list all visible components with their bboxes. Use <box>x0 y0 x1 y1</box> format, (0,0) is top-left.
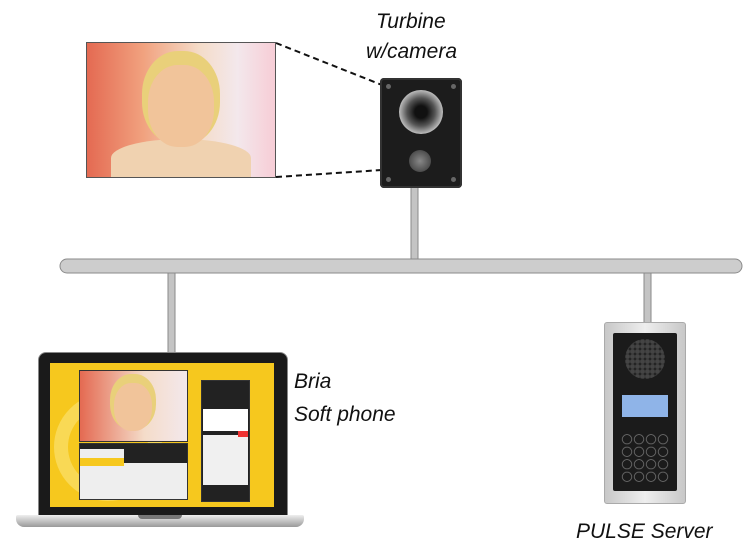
speaker-grille <box>625 339 665 379</box>
keypad <box>621 433 669 483</box>
pulse-drop <box>643 269 652 325</box>
selected-contact <box>80 458 124 466</box>
face <box>148 65 214 147</box>
turbine-drop <box>410 185 419 267</box>
laptop <box>38 352 288 518</box>
bria-phone-window <box>201 380 250 502</box>
call-button-icon <box>409 150 431 172</box>
camera-snapshot <box>86 42 276 178</box>
laptop-screen <box>50 363 274 507</box>
turbine-label-2: w/camera <box>366 40 458 63</box>
chat-header <box>124 449 187 463</box>
messages-window <box>79 443 188 500</box>
camera-lens <box>399 90 443 134</box>
turbine-label-1: Turbine <box>376 10 446 33</box>
window-titlebar <box>80 444 187 449</box>
bria-label-2: Soft phone <box>294 403 396 426</box>
screw-icon <box>451 177 456 182</box>
bria-label-1: Bria <box>294 370 332 393</box>
video-window <box>79 370 188 442</box>
pulse-device <box>604 322 686 504</box>
screw-icon <box>386 84 391 89</box>
turbine-device <box>380 78 462 188</box>
pulse-panel <box>613 333 677 491</box>
screw-icon <box>386 177 391 182</box>
face <box>114 383 152 431</box>
screw-icon <box>451 84 456 89</box>
pulse-display <box>622 395 668 417</box>
zoom-line-bottom <box>275 169 383 178</box>
laptop-notch <box>138 515 182 519</box>
laptop-base <box>16 515 304 527</box>
network-bus <box>59 258 743 274</box>
hangup-icon <box>238 431 248 437</box>
call-panel <box>203 409 248 431</box>
zoom-line-top <box>275 42 383 86</box>
dialpad <box>203 435 248 485</box>
laptop-drop <box>167 269 176 355</box>
pulse-label: PULSE Server <box>576 520 713 543</box>
